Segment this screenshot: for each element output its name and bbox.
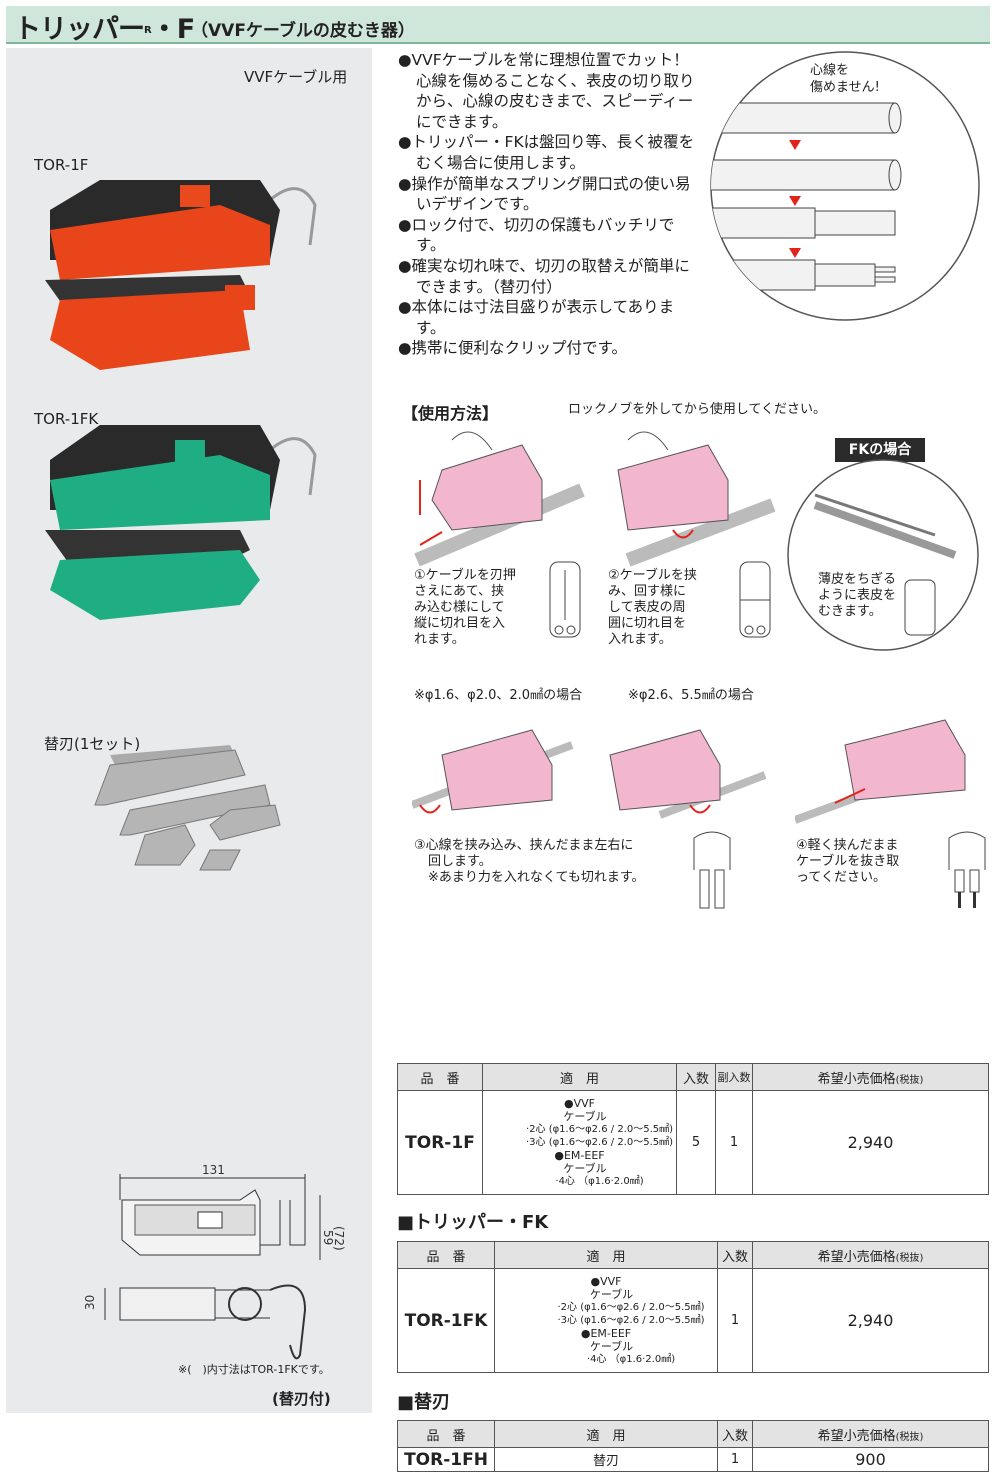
cable-circle-diagram: 心線を 傷めません! (710, 51, 980, 321)
dim-width: 131 (202, 1163, 225, 1177)
cable-ring-icon (739, 561, 771, 638)
application-cell: 替刃 (494, 1447, 718, 1472)
feature-item: 本体には寸法目盛りが表示してあります。 (398, 297, 698, 338)
quantity: 1 (717, 1447, 753, 1472)
dim-height: 59 (321, 1230, 335, 1245)
circle-label-2: 傷めません! (810, 80, 880, 95)
core-wire-icon (693, 831, 731, 909)
spec-table-tor-1fh: 品 番 適 用 入数 希望小売価格(税抜) TOR-1FH 替刃 1 900 (397, 1420, 989, 1472)
step3b-illustration (609, 729, 767, 819)
col-application: 適 用 (494, 1420, 718, 1448)
feature-item: 確実な切れ味で、切刃の取替えが簡単にできます。（替刃付） (398, 256, 698, 297)
usage-label: VVFケーブル用 (244, 68, 348, 86)
arrow-down-icon (789, 196, 801, 206)
feature-list: VVFケーブルを常に理想位置でカット！心線を傷めることなく、表皮の切り取りから、… (398, 50, 698, 359)
arrow-down-icon (789, 248, 801, 258)
step1-illustration (414, 431, 585, 567)
part-number: TOR-1FK (397, 1268, 495, 1373)
tor-1fk-product-image (45, 425, 317, 620)
fk-case-text: 薄皮をちぎるように表皮をむきます。 (818, 572, 897, 619)
feature-item: トリッパー・FKは盤回り等、長く被覆をむく場合に使用します。 (398, 132, 698, 173)
col-price: 希望小売価格(税抜) (752, 1241, 989, 1269)
part-number: TOR-1F (397, 1090, 483, 1195)
col-sub-quantity: 副入数 (715, 1063, 753, 1091)
dimension-drawing: 131 59 (72) 30 (83, 1163, 346, 1360)
col-application: 適 用 (482, 1063, 677, 1091)
feature-item: VVFケーブルを常に理想位置でカット！心線を傷めることなく、表皮の切り取りから、… (398, 50, 698, 132)
usage-title: 【使用方法】 (402, 404, 499, 423)
case1-note: ※φ1.6、φ2.0、2.0㎟の場合 (414, 688, 583, 703)
dim-depth: 30 (83, 1295, 97, 1310)
feature-item: 操作が簡単なスプリング開口式の使い易いデザインです。 (398, 174, 698, 215)
col-application: 適 用 (494, 1241, 718, 1269)
price: 2,940 (752, 1090, 989, 1195)
spec-table-tor-1f: 品 番 適 用 入数 副入数 希望小売価格(税抜) TOR-1F ●VVF ケー… (397, 1063, 989, 1195)
step3-text: ③心線を挟み込み、挟んだまま左右に回します。※あまり力を入れなくても切れます。 (414, 838, 645, 885)
tor-1f-product-image (45, 180, 317, 370)
blade-included-label: (替刃付) (272, 1390, 331, 1408)
col-quantity: 入数 (676, 1063, 716, 1091)
quantity: 1 (717, 1268, 753, 1373)
sub-quantity: 1 (715, 1090, 753, 1195)
section-tripper-fk: ■トリッパー・FK (397, 1212, 549, 1233)
step4-text: ④軽く挟んだままケーブルを抜き取ってください。 (796, 838, 900, 885)
price: 2,940 (752, 1268, 989, 1373)
step1-text: ①ケーブルを刃押さえにあて、挟み込む様にして縦に切れ目を入れます。 (414, 568, 516, 647)
page-subtitle: （VVFケーブルの皮むき器） (191, 21, 415, 41)
lock-note: ロックノブを外してから使用してください。 (568, 402, 827, 417)
stripped-wire-icon (948, 831, 986, 908)
replacement-blades-image (94, 745, 281, 871)
registered-mark: R (144, 25, 152, 36)
col-part-number: 品 番 (397, 1420, 495, 1448)
part-number: TOR-1FH (397, 1447, 495, 1472)
col-price: 希望小売価格(税抜) (752, 1420, 989, 1448)
case2-note: ※φ2.6、5.5㎟の場合 (628, 688, 754, 703)
price: 900 (752, 1447, 989, 1472)
fk-case-label: FKの場合 (835, 438, 925, 462)
dim-height-fk: (72) (332, 1226, 346, 1251)
col-part-number: 品 番 (397, 1241, 495, 1269)
model-tor-1f-label: TOR-1F (34, 156, 89, 174)
page-title: トリッパーR・F (14, 14, 195, 45)
model-tor-1fk-label: TOR-1FK (34, 410, 99, 428)
feature-item: ロック付で、切刃の保護もバッチリです。 (398, 215, 698, 256)
step4-illustration (795, 719, 966, 824)
col-price: 希望小売価格(税抜) (752, 1063, 989, 1091)
blades-label: 替刃(1セット) (44, 735, 141, 753)
spec-table-tor-1fk: 品 番 適 用 入数 希望小売価格(税抜) TOR-1FK ●VVF ケーブル … (397, 1241, 989, 1373)
step3a-illustration (412, 729, 574, 814)
step2-illustration (617, 431, 776, 567)
application-cell: ●VVF ケーブル ·2心 (φ1.6〜φ2.6 / 2.0〜5.5㎟) ·3心… (482, 1090, 677, 1195)
step2-text: ②ケーブルを挟み、回す様にして表皮の周囲に切れ目を入れます。 (608, 568, 697, 647)
section-blades: ■替刃 (397, 1392, 451, 1413)
fk-case-circle (787, 459, 979, 651)
header-bar: トリッパーR・F （VVFケーブルの皮むき器） (6, 6, 990, 45)
cable-cut-icon (549, 561, 581, 638)
col-part-number: 品 番 (397, 1063, 483, 1091)
quantity: 5 (676, 1090, 716, 1195)
circle-label-1: 心線を (810, 62, 849, 78)
feature-item: 携帯に便利なクリップ付です。 (398, 338, 698, 359)
arrow-down-icon (789, 140, 801, 150)
application-cell: ●VVF ケーブル ·2心 (φ1.6〜φ2.6 / 2.0〜5.5㎟) ·3心… (494, 1268, 718, 1373)
col-quantity: 入数 (717, 1420, 753, 1448)
dimension-note: ※( )内寸法はTOR-1FKです。 (178, 1363, 330, 1376)
col-quantity: 入数 (717, 1241, 753, 1269)
